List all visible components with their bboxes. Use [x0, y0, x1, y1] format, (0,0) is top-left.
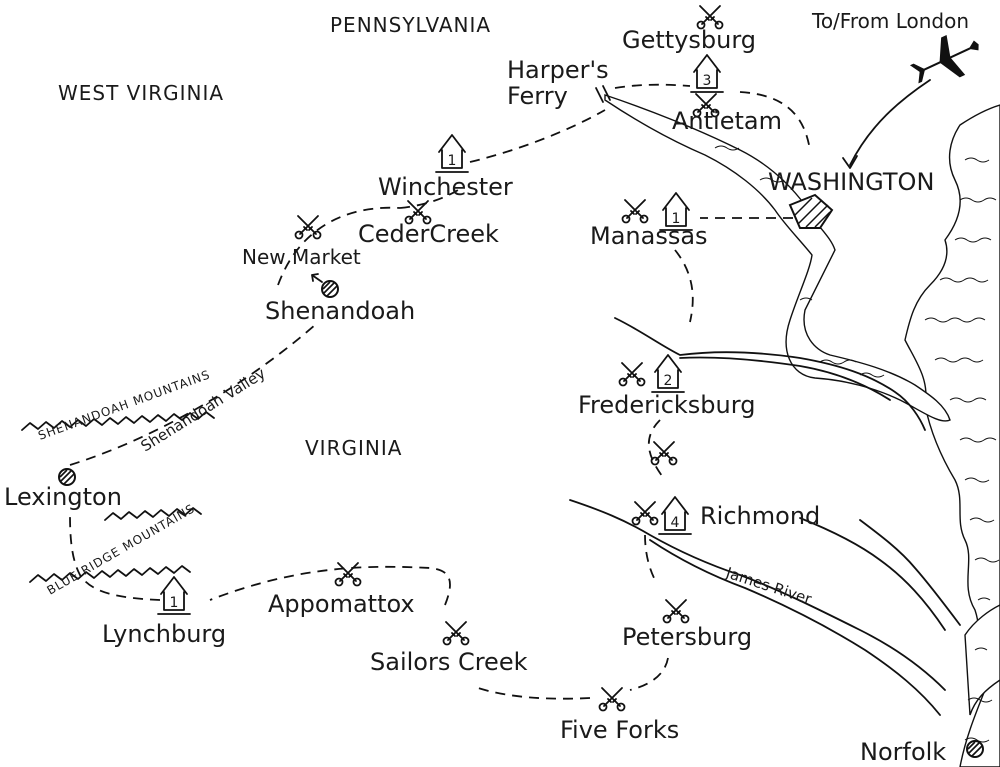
region-pennsylvania: PENNSYLVANIA: [330, 13, 491, 37]
tour-route: [69, 83, 811, 700]
house-icon: 1: [435, 134, 469, 173]
flight-path: [842, 79, 931, 169]
crossed-swords-icon: [442, 621, 470, 646]
place-richmond: Richmond: [700, 502, 820, 530]
house-icon: 1: [659, 192, 693, 231]
region-west-virginia: WEST VIRGINIA: [58, 81, 224, 105]
crossed-swords-icon: [692, 93, 720, 118]
washington-marker: [788, 193, 834, 229]
house-icon: 1: [157, 576, 191, 615]
crossed-swords-icon: [334, 562, 362, 587]
harpers-ferry-bridge-marker: [595, 85, 611, 103]
place-petersburg: Petersburg: [622, 623, 752, 651]
shenandoah-mountains-label: SHENANDOAH MOUNTAINS: [36, 367, 212, 442]
york-river: [799, 517, 961, 631]
town-marker-icon: [321, 280, 339, 298]
potomac-river: [604, 94, 951, 422]
house-icon: 2: [651, 354, 685, 393]
crossed-swords-icon: [631, 501, 659, 526]
place-fredericksburg: Fredericksburg: [578, 391, 755, 419]
place-appomattox: Appomattox: [268, 590, 415, 618]
blue-ridge-mountains-label: BLUE RIDGE MOUNTAINS: [45, 501, 198, 597]
overnight-count: 1: [672, 211, 681, 227]
overnight-count: 1: [448, 153, 457, 169]
james-river-label: James River: [723, 563, 815, 608]
airplane-icon: [909, 34, 979, 84]
to-from-london-label: To/From London: [811, 9, 969, 33]
place-lynchburg: Lynchburg: [102, 620, 226, 648]
crossed-swords-icon: [598, 687, 626, 712]
crossed-swords-icon: [404, 200, 432, 225]
place-washington: WASHINGTON: [768, 168, 934, 196]
place-shenandoah: Shenandoah: [265, 297, 415, 325]
place-norfolk: Norfolk: [860, 738, 946, 766]
place-gettysburg: Gettysburg: [622, 26, 756, 54]
water-texture: [714, 145, 1000, 743]
new-market-arrow-icon: [311, 273, 323, 283]
place-harpers-ferry-line1: Harper's: [507, 56, 609, 84]
region-virginia: VIRGINIA: [305, 436, 402, 460]
overnight-count: 1: [170, 595, 179, 611]
place-antietam: Antietam: [672, 107, 782, 135]
place-manassas: Manassas: [590, 222, 708, 250]
place-harpers-ferry-line2: Ferry: [507, 82, 568, 110]
town-marker-icon: [966, 740, 984, 758]
place-new-market: New Market: [242, 245, 361, 269]
james-river: [569, 499, 946, 716]
place-five-forks: Five Forks: [560, 716, 679, 744]
crossed-swords-icon: [621, 199, 649, 224]
crossed-swords-icon: [294, 215, 322, 240]
crossed-swords-icon: [650, 441, 678, 466]
house-icon: 4: [658, 496, 692, 535]
place-winchester: Winchester: [378, 173, 513, 201]
overnight-count: 3: [703, 73, 712, 89]
rappahannock-river: [614, 317, 926, 431]
house-icon: 3: [690, 54, 724, 93]
place-cedar-creek: CederCreek: [358, 220, 499, 248]
crossed-swords-icon: [696, 5, 724, 30]
place-sailors-creek: Sailors Creek: [370, 648, 528, 676]
overnight-count: 4: [671, 515, 680, 531]
crossed-swords-icon: [662, 599, 690, 624]
crossed-swords-icon: [618, 362, 646, 387]
shenandoah-mountains-ridge: [21, 411, 215, 431]
town-marker-icon: [58, 468, 76, 486]
blue-ridge-mountains-ridge: [29, 507, 202, 583]
place-lexington: Lexington: [4, 483, 122, 511]
overnight-count: 2: [664, 373, 673, 389]
chesapeake-bay: [904, 104, 1000, 767]
